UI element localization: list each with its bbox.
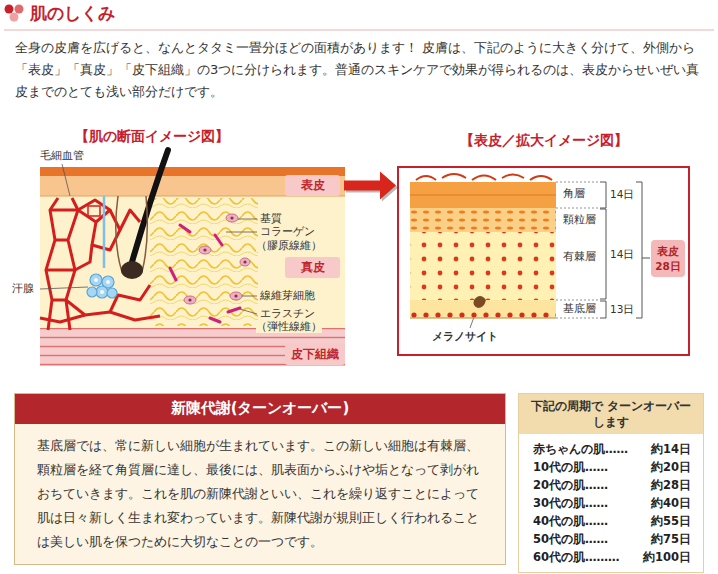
- age-cell: 赤ちゃんの肌……: [533, 442, 628, 457]
- layer-label: 有棘層: [563, 250, 596, 263]
- age-cell: 50代の肌……: [533, 532, 608, 547]
- cycle-table: 下記の周期で ターンオーバーします赤ちゃんの肌…… 約14日 10代の肌…… 約20日…: [518, 393, 704, 573]
- figure-heading: 【表皮／拡大イメージ図】: [399, 132, 688, 150]
- node-text: 表皮: [653, 244, 683, 259]
- figure-heading: 【肌の断面イメージ図】: [75, 128, 229, 146]
- age-cell: 10代の肌……: [533, 460, 608, 475]
- turnover-panel: 新陳代謝(ターンオーバー)基底層では、常に新しい細胞が生まれています。この新しい…: [14, 393, 506, 565]
- age-cell: 60代の肌………: [533, 550, 620, 565]
- days-label: 13日: [610, 303, 634, 316]
- cross-section: [40, 150, 345, 366]
- days-cell: 約28日: [651, 478, 691, 493]
- days-cell: 約14日: [651, 442, 691, 457]
- panel-body: 基底層では、常に新しい細胞が生まれています。この新しい細胞は有棘層、顆粒層を経て…: [15, 424, 505, 564]
- node-text: 真皮: [291, 259, 334, 276]
- layer-tag: 真皮: [285, 257, 340, 278]
- magnified-frame: 【表皮／拡大イメージ図】表皮28日: [397, 166, 690, 356]
- part-label: 線維芽細胞: [260, 289, 315, 303]
- node-text: 表皮: [291, 177, 334, 194]
- panel-heading: 新陳代謝(ターンオーバー): [15, 394, 505, 424]
- title-rule: [4, 30, 714, 31]
- table-heading: 下記の周期で ターンオーバーします: [519, 394, 703, 434]
- days-cell: 約55日: [651, 514, 691, 529]
- days-cell: 約40日: [651, 496, 691, 511]
- epidermis-detail: [410, 174, 650, 318]
- intro-text: 全身の皮膚を広げると、なんとタタミ一畳分ほどの面積があります！ 皮膚は、下記のよ…: [15, 37, 705, 103]
- age-cell: 20代の肌……: [533, 478, 608, 493]
- table-row: 30代の肌…… 約40日: [519, 494, 703, 512]
- days-cell: 約75日: [651, 532, 691, 547]
- epidermis-period-tag: 表皮28日: [651, 240, 685, 277]
- layer-label: 角層: [563, 187, 585, 200]
- connector-arrow: [344, 172, 396, 200]
- node-text: 28日: [653, 259, 683, 274]
- table-row: 40代の肌…… 約55日: [519, 512, 703, 530]
- part-label: 基質: [260, 212, 282, 226]
- table-row: 60代の肌……… 約100日: [519, 548, 703, 566]
- title-icon: [5, 5, 24, 22]
- layer-label: 顆粒層: [563, 213, 596, 226]
- age-cell: 40代の肌……: [533, 514, 608, 529]
- layer-tag: 皮下組織: [285, 344, 345, 365]
- node-text: 皮下組織: [291, 346, 339, 363]
- days-label: 14日: [610, 248, 634, 261]
- part-label: 汗腺: [12, 282, 34, 296]
- part-label: （弾性線維）: [256, 320, 322, 333]
- part-label: コラーゲン: [260, 225, 315, 239]
- days-label: 14日: [610, 188, 634, 201]
- table-row: 20代の肌…… 約28日: [519, 476, 703, 494]
- table-row: 赤ちゃんの肌…… 約14日: [519, 440, 703, 458]
- age-cell: 30代の肌……: [533, 496, 608, 511]
- part-label: （膠原線維）: [256, 239, 322, 252]
- layer-tag: 表皮: [285, 175, 340, 196]
- part-label: メラノサイト: [432, 330, 498, 344]
- table-rows: 赤ちゃんの肌……約14日10代の肌……約20日20代の肌……約28日30代の肌……: [519, 434, 703, 572]
- days-cell: 約20日: [651, 460, 691, 475]
- table-row: 50代の肌…… 約75日: [519, 530, 703, 548]
- part-label: エラスチン: [260, 307, 315, 321]
- layer-label: 基底層: [563, 302, 596, 315]
- part-label: 毛細血管: [40, 149, 84, 163]
- days-cell: 約100日: [643, 550, 691, 565]
- table-row: 10代の肌…… 約20日: [519, 458, 703, 476]
- page-title: 肌のしくみ: [30, 3, 115, 24]
